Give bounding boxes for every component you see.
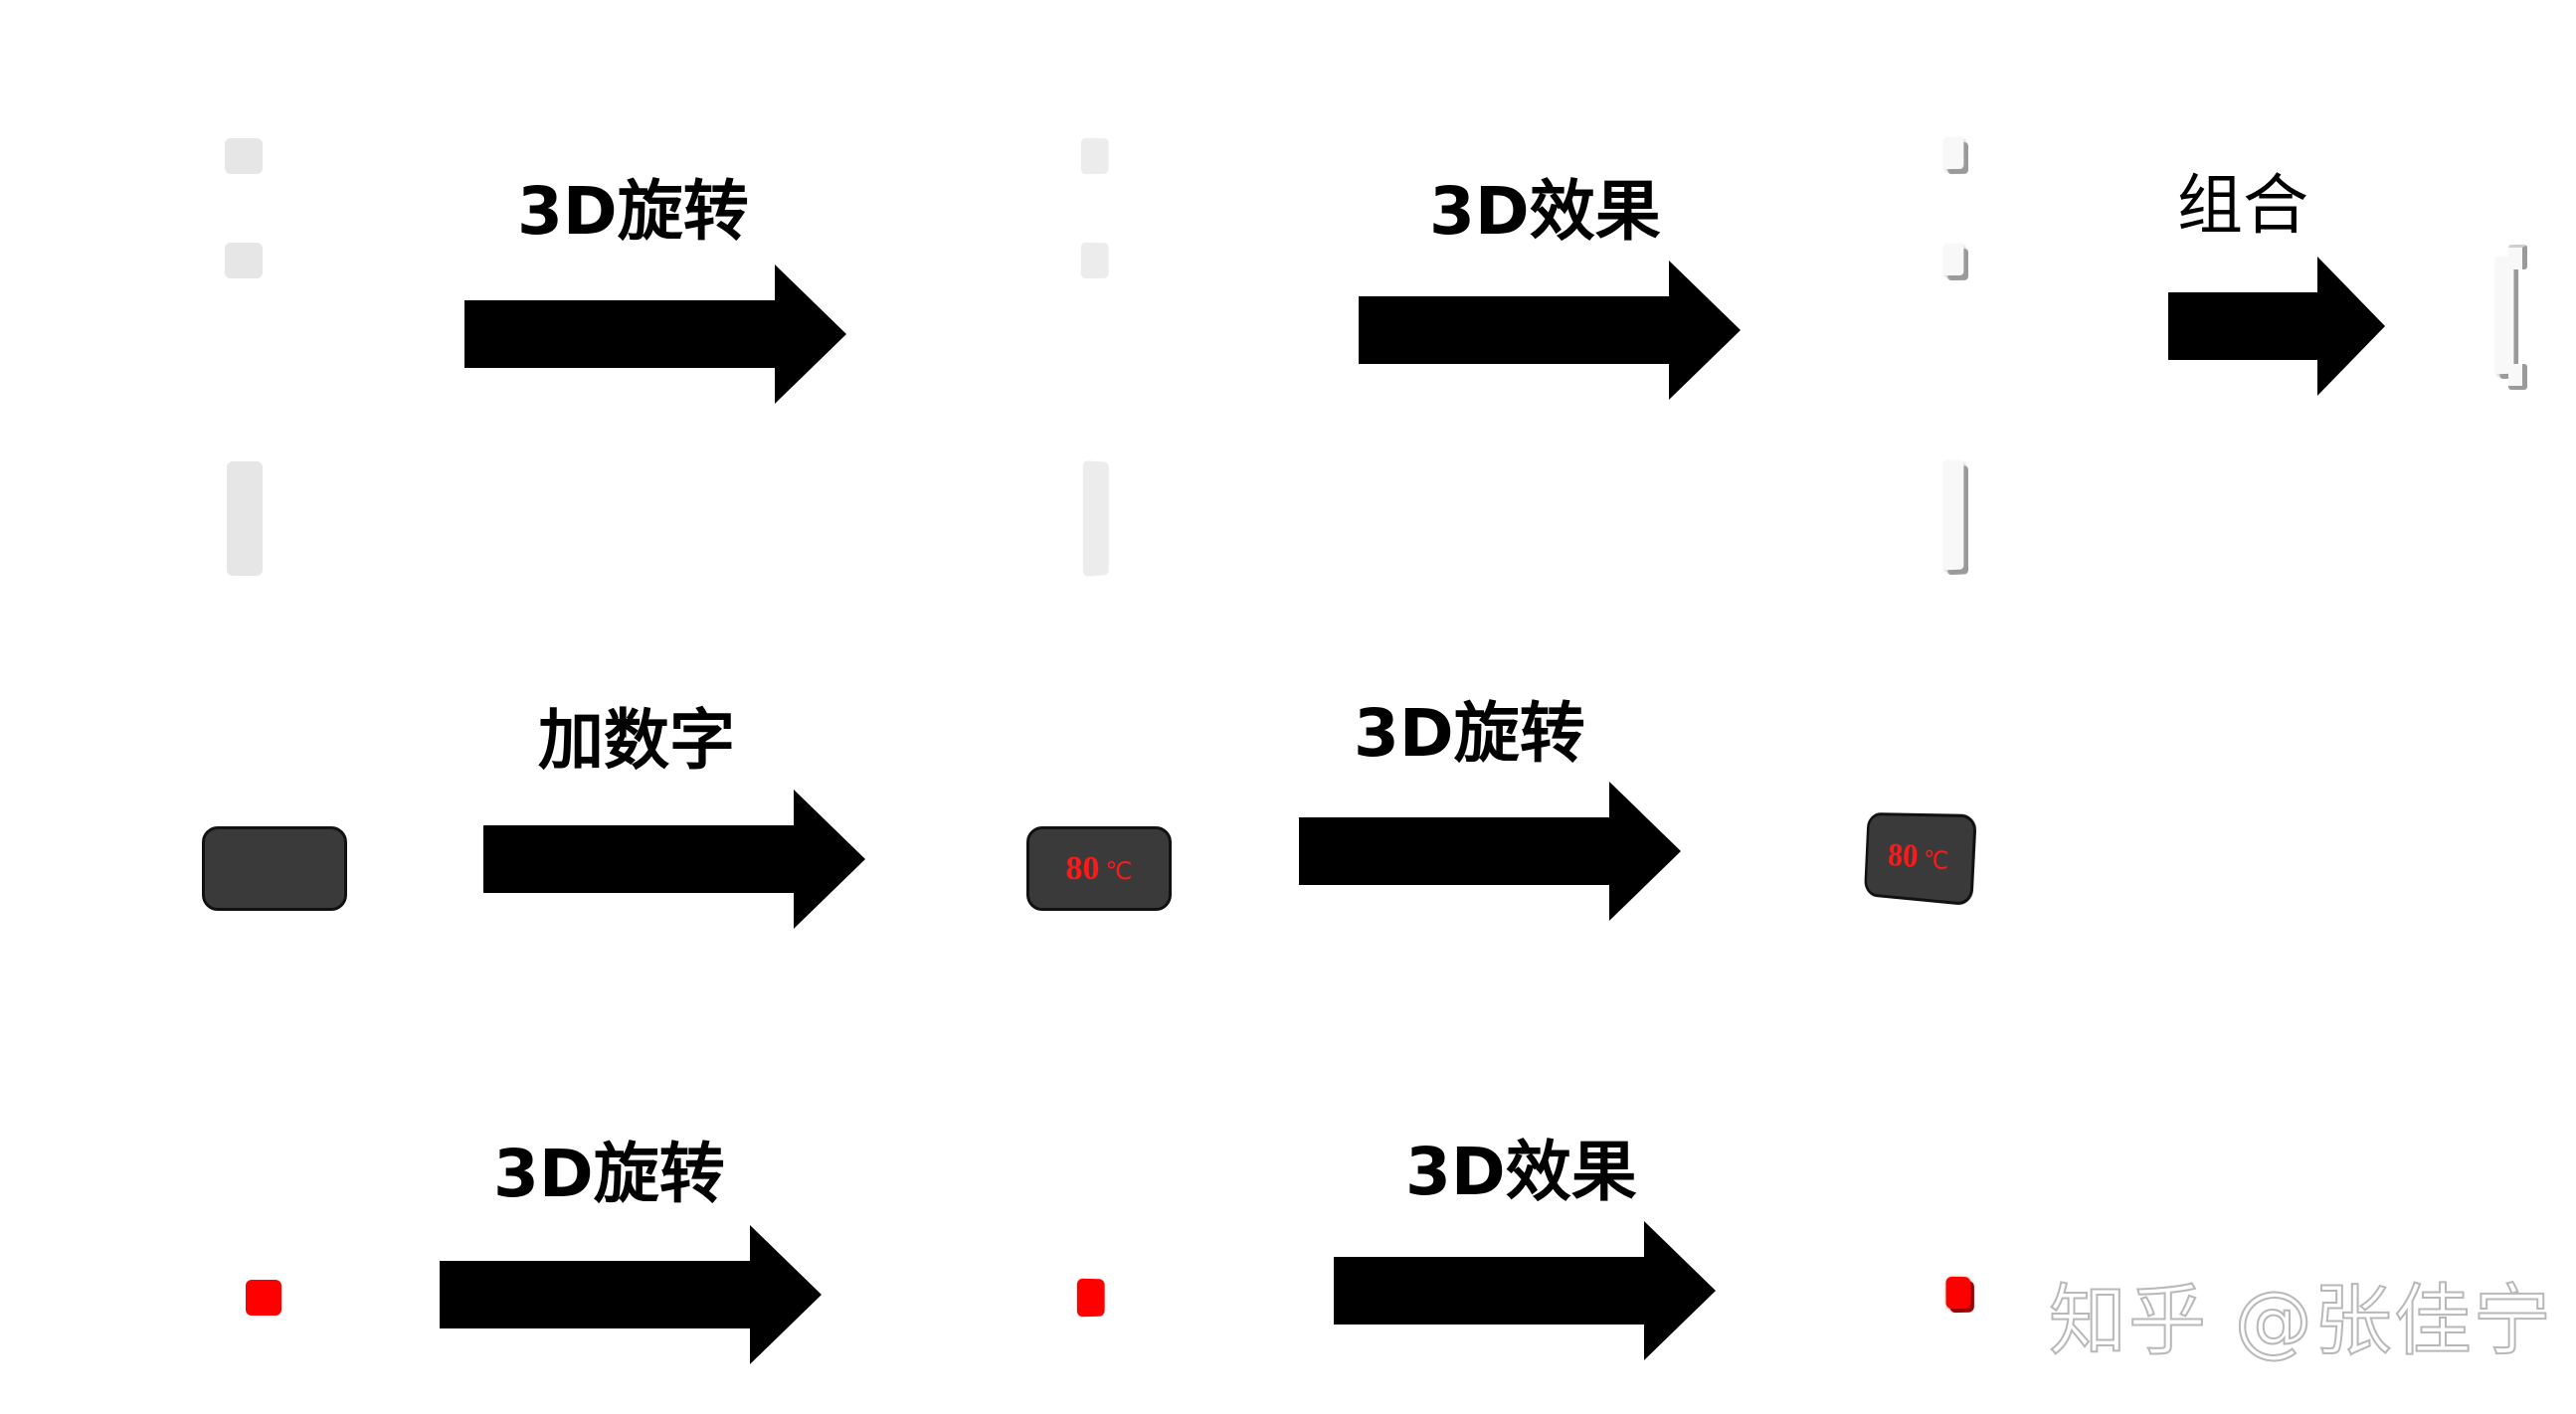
step-label-3d-rotate: 3D旋转 [493,1142,725,1207]
combined-frame [2494,257,2513,375]
rotated-temperature-display-panel: 80℃ [1864,812,1977,906]
step-label-3d-effect: 3D效果 [1429,179,1661,245]
step-label-add-number: 加数字 [538,708,735,774]
step-arrow [1299,782,1681,921]
3d-long-bar [1942,460,1963,571]
rotated-small-square-top [1081,138,1109,175]
3d-small-square-top [1942,137,1963,169]
step-arrow [483,790,865,929]
rotated-red-indicator [1077,1279,1105,1318]
combined-frame-bracket-top [2508,245,2527,269]
3d-red-indicator [1945,1277,1970,1309]
blank-display-panel [202,826,347,911]
temperature-unit: ℃ [1106,859,1133,885]
step-label-3d-effect: 3D效果 [1405,1140,1637,1205]
watermark-text: 知乎 @张佳宁 [2049,1283,2553,1360]
rotated-small-square-middle [1081,243,1109,279]
step-arrow [440,1225,822,1364]
step-arrow [464,265,846,404]
step-arrow [1334,1221,1716,1360]
step-label-combine: 组合 [2177,173,2308,239]
step-label-3d-rotate: 3D旋转 [517,179,749,245]
step-arrow [2168,257,2385,396]
3d-small-square-middle [1942,244,1963,275]
red-indicator-square [246,1280,281,1316]
temperature-reading: 80℃ [1029,852,1169,886]
rotated-long-bar [1083,460,1109,577]
grey-long-bar [227,461,263,576]
temperature-value: 80 [1887,837,1919,875]
combined-frame-bracket-bottom [2508,364,2527,390]
temperature-unit: ℃ [1923,847,1949,875]
temperature-value: 80 [1066,850,1100,887]
grey-small-square-middle [225,243,263,278]
grey-small-square-top [225,138,263,174]
temperature-display-panel: 80℃ [1026,826,1172,911]
step-arrow [1359,261,1741,400]
step-label-3d-rotate: 3D旋转 [1354,701,1585,767]
temperature-reading: 80℃ [1868,838,1973,878]
